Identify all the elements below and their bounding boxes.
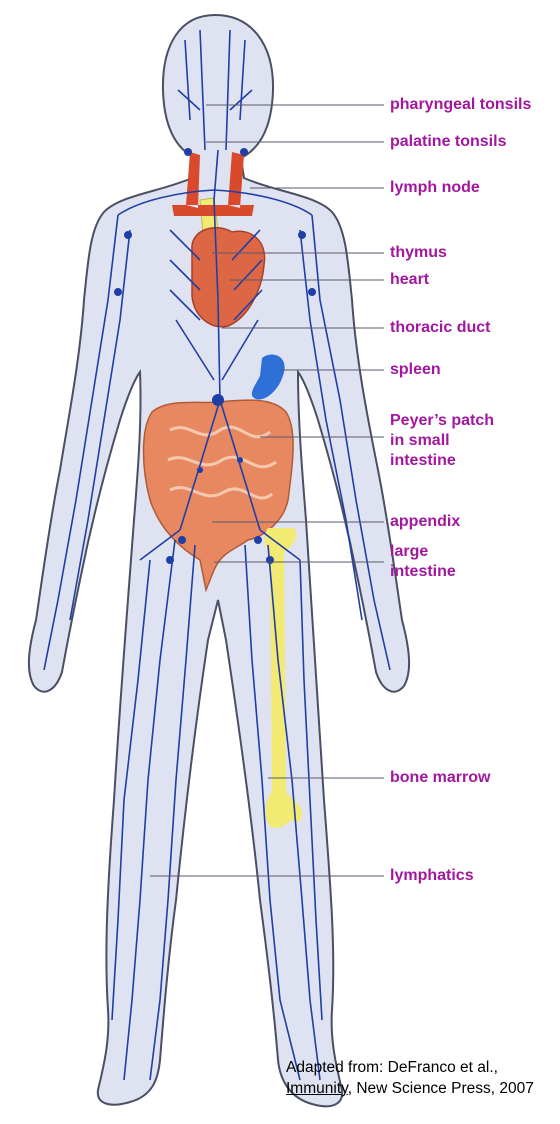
label-heart: heart bbox=[390, 270, 429, 290]
label-appendix: appendix bbox=[390, 512, 460, 532]
label-pharyngeal-tonsils: pharyngeal tonsils bbox=[390, 95, 531, 115]
credit-publisher: , New Science Press, 2007 bbox=[348, 1080, 534, 1097]
label-thymus: thymus bbox=[390, 243, 447, 263]
label-bone-marrow: bone marrow bbox=[390, 768, 490, 788]
label-lymphatics: lymphatics bbox=[390, 866, 474, 886]
label-lymph-node: lymph node bbox=[390, 178, 480, 198]
label-large-intestine: large intestine bbox=[390, 542, 456, 582]
credit-line-2: Immunity, New Science Press, 2007 bbox=[286, 1078, 560, 1099]
label-peyers-patch: Peyer’s patch in small intestine bbox=[390, 411, 494, 471]
credit-book-title: Immunity bbox=[286, 1080, 348, 1097]
credit-line-1: Adapted from: DeFranco et al., bbox=[286, 1057, 560, 1078]
source-credit: Adapted from: DeFranco et al., Immunity,… bbox=[286, 1057, 560, 1099]
label-spleen: spleen bbox=[390, 360, 441, 380]
label-thoracic-duct: thoracic duct bbox=[390, 318, 490, 338]
label-palatine-tonsils: palatine tonsils bbox=[390, 132, 506, 152]
